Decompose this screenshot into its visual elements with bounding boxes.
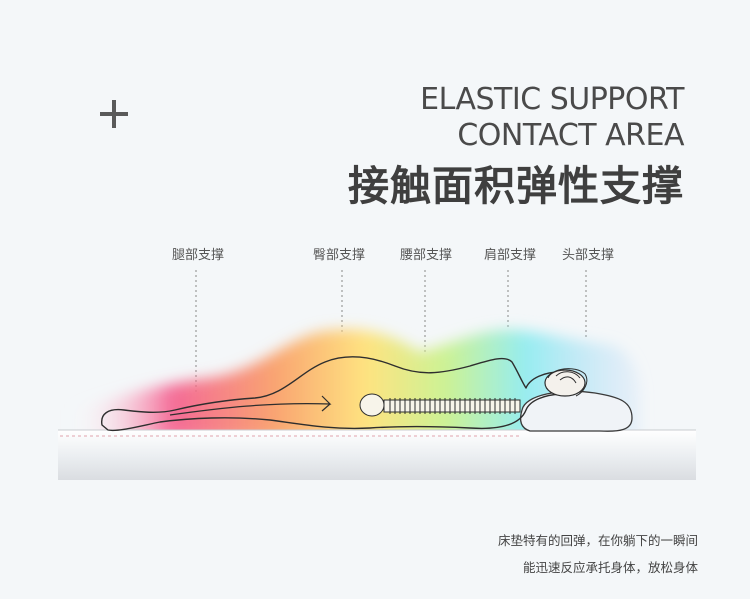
head xyxy=(544,368,588,397)
body-outline xyxy=(101,356,561,432)
label-shoulder-support: 肩部支撑 xyxy=(483,248,537,263)
label-waist-support: 腰部支撑 xyxy=(399,248,453,263)
mattress xyxy=(58,430,696,480)
heading-en: ELASTIC SUPPORT CONTACT AREA xyxy=(420,82,684,154)
heading-en-line2: CONTACT AREA xyxy=(457,118,684,153)
heading-en-line1: ELASTIC SUPPORT xyxy=(420,82,684,117)
plus-icon xyxy=(100,100,128,128)
description-line2: 能迅速反应承托身体，放松身体 xyxy=(522,560,698,575)
description-line1: 床垫特有的回弹，在你躺下的一瞬间 xyxy=(497,533,698,548)
label-head-support: 头部支撑 xyxy=(561,248,615,263)
leader-lines xyxy=(195,270,587,395)
pillow xyxy=(519,390,633,432)
label-hip-support: 臀部支撑 xyxy=(312,248,366,263)
heading-cn: 接触面积弹性支撑 xyxy=(348,162,684,210)
label-leg-support: 腿部支撑 xyxy=(171,248,225,263)
